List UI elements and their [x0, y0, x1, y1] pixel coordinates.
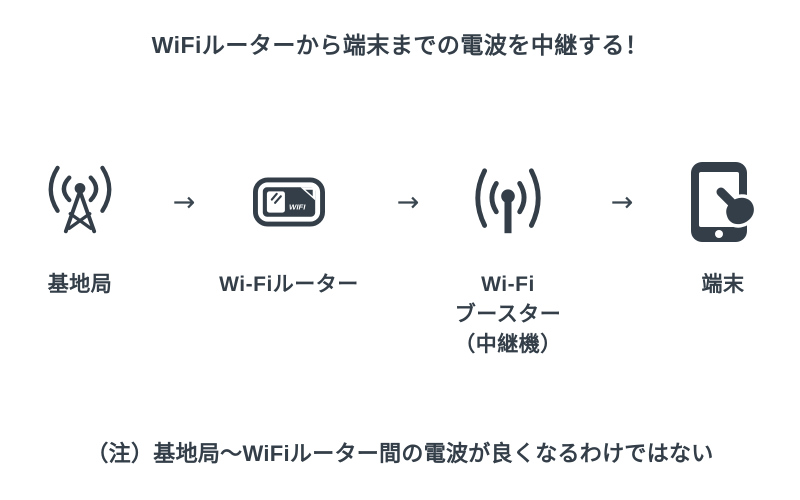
- tablet-touch-icon: [687, 160, 759, 244]
- hand-touch-icon: [713, 184, 758, 228]
- base-station-label: 基地局: [47, 273, 113, 296]
- footnote: （注）基地局〜WiFiルーター間の電波が良くなるわけではない: [86, 441, 714, 466]
- device-label: 端末: [701, 273, 745, 296]
- mobile-wifi-router-icon: WIFI: [253, 160, 325, 244]
- flow-step-device: 端末: [663, 160, 783, 300]
- arrow-right-icon: →: [396, 186, 420, 218]
- flow-step-wifi-router: WIFI Wi-Fiルーター: [204, 160, 374, 300]
- diagram-title: WiFiルーターから端末までの電波を中継する！: [151, 32, 649, 58]
- arrow-right-icon: →: [610, 186, 634, 218]
- wifi-booster-label: Wi-Fi ブースター （中継機）: [454, 273, 562, 356]
- wifi-booster-icon: [469, 160, 547, 244]
- base-station-icon: [41, 160, 119, 244]
- wifi-router-label: Wi-Fiルーター: [219, 273, 359, 296]
- arrow-right-icon: →: [172, 186, 196, 218]
- flow-step-base-station: 基地局: [20, 160, 140, 300]
- flow-step-wifi-booster: Wi-Fi ブースター （中継機）: [428, 160, 588, 359]
- wifi-badge-text: WIFI: [289, 202, 306, 211]
